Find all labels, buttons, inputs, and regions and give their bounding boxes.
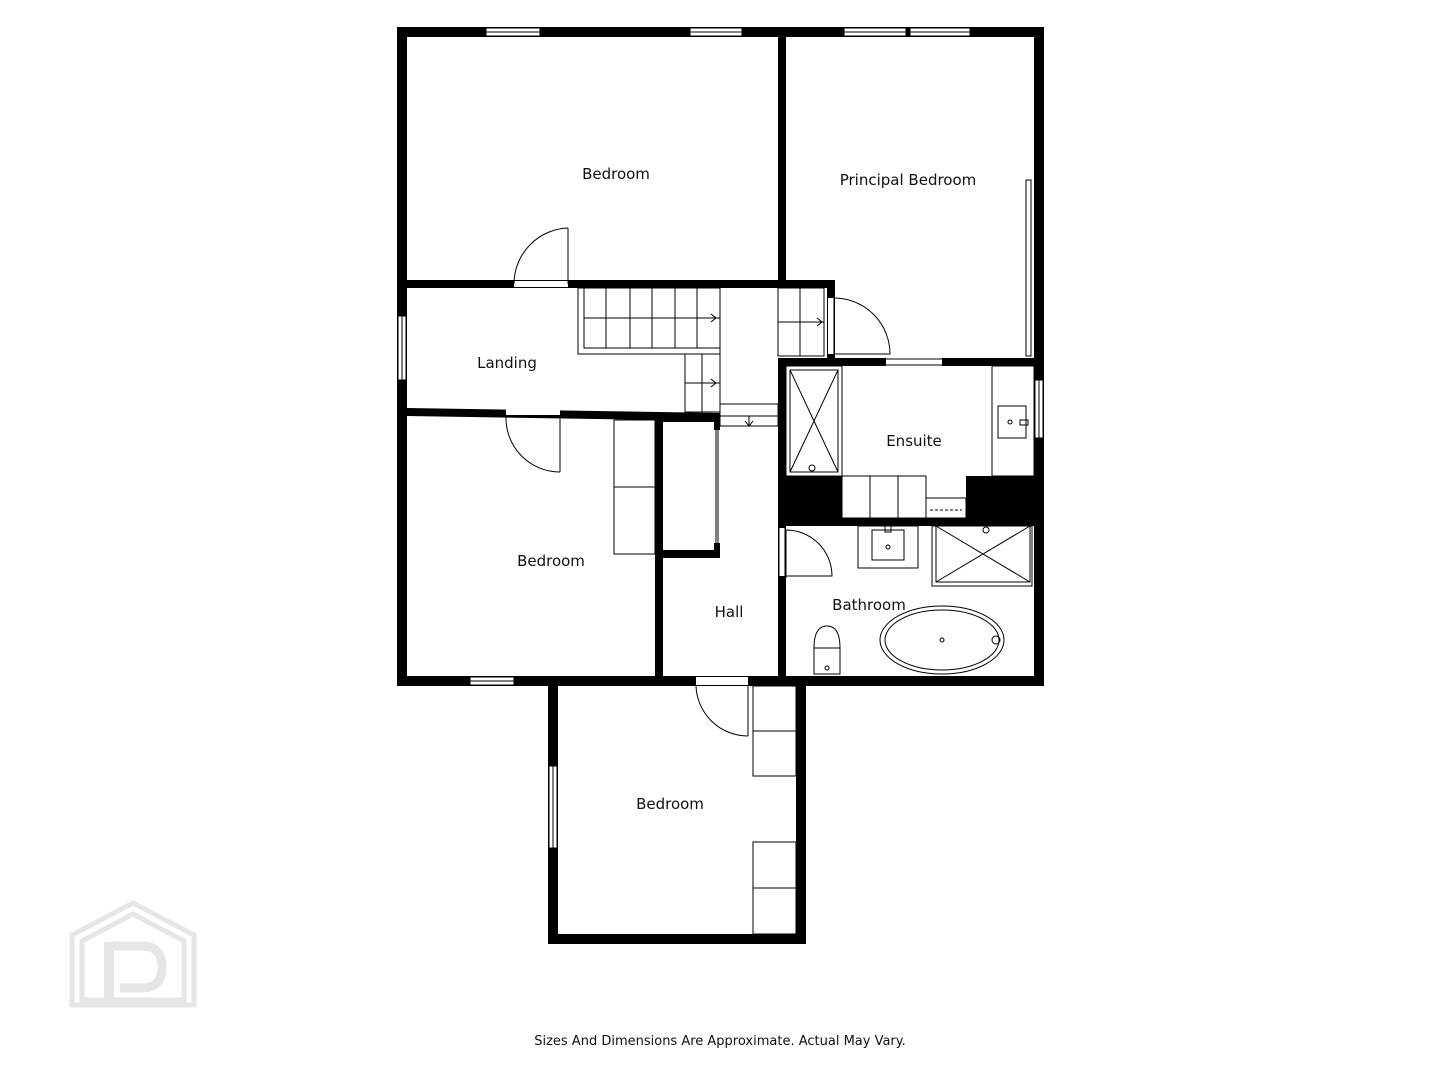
room-label-hall: Hall bbox=[715, 603, 744, 621]
room-label-bedroom-bottom: Bedroom bbox=[636, 795, 704, 813]
stairs bbox=[577, 287, 825, 427]
room-label-landing: Landing bbox=[477, 354, 537, 372]
doors bbox=[505, 179, 1032, 737]
room-label-bedroom-middle: Bedroom bbox=[517, 552, 585, 570]
room-label-bathroom: Bathroom bbox=[832, 596, 906, 614]
fixtures bbox=[613, 365, 1035, 935]
room-label-principal-bedroom: Principal Bedroom bbox=[840, 171, 977, 189]
room-label-bedroom-top: Bedroom bbox=[582, 165, 650, 183]
house-p-logo-icon bbox=[69, 900, 197, 1008]
outer-walls bbox=[397, 27, 1044, 944]
room-label-ensuite: Ensuite bbox=[886, 432, 942, 450]
disclaimer-text: Sizes And Dimensions Are Approximate. Ac… bbox=[534, 1034, 906, 1049]
windows bbox=[397, 27, 1044, 849]
